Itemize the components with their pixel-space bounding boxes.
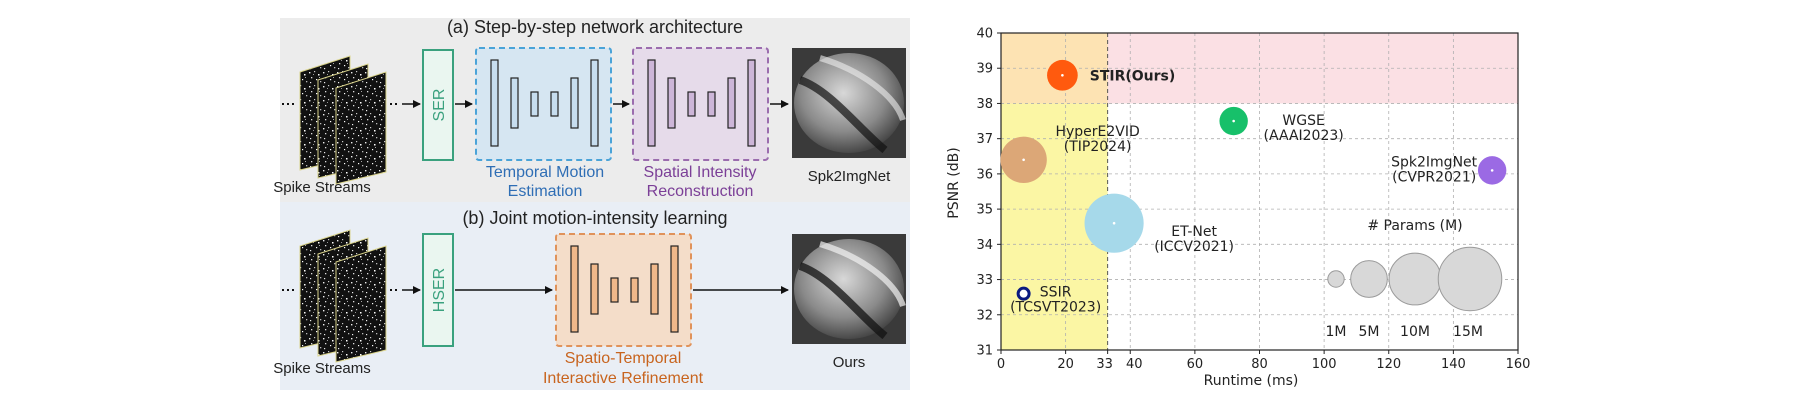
bubble-label: (ICCV2021) (1154, 239, 1234, 255)
ser-label: SER (431, 89, 448, 122)
y-tick-label: 38 (976, 97, 993, 112)
bubble-label: SSIR (1040, 285, 1072, 301)
temporal-motion-label-line1: Temporal Motion (486, 164, 604, 181)
temporal-bars (490, 59, 599, 147)
y-tick-label: 35 (976, 203, 993, 218)
temporal-motion-label-line2: Estimation (508, 183, 583, 200)
spatial-intensity-label-line2: Reconstruction (647, 183, 754, 200)
x-tick-label: 140 (1441, 357, 1466, 372)
refinement-label-line2: Interactive Refinement (543, 370, 704, 387)
y-tick-label: 31 (976, 344, 993, 359)
psnr-runtime-chart: 0 20 33 40 60 80 100 120 140 160 31 32 33 34 35 36 37 38… (946, 27, 1530, 390)
x-tick-label: 80 (1251, 357, 1268, 372)
spatial-bars (647, 59, 756, 147)
legend-bubble (1388, 252, 1442, 306)
x-axis-label: Runtime (ms) (1204, 373, 1299, 389)
legend-bubble (1350, 260, 1388, 298)
bubble-label: ET-Net (1171, 224, 1217, 240)
legend-title: # Params (M) (1367, 218, 1462, 234)
legend-label: 10M (1400, 324, 1430, 340)
hser-label: HSER (431, 268, 448, 312)
bubble-center (1232, 119, 1235, 123)
refinement-label-line1: Spatio-Temporal (565, 350, 682, 367)
bubble-label: (CVPR2021) (1392, 169, 1476, 185)
bubble (1016, 286, 1031, 301)
y-tick-label: 34 (976, 238, 993, 253)
panel-b-title: (b) Joint motion-intensity learning (462, 208, 727, 228)
bubble-center (1061, 73, 1064, 77)
x-tick-label: 0 (997, 357, 1005, 372)
ours-output-image (792, 234, 906, 344)
y-axis-ticks: 31 32 33 34 35 36 37 38 39 40 (976, 27, 1001, 359)
bubble-center (1112, 221, 1116, 225)
spike-stream-stack-b (299, 229, 387, 363)
bubble-label: (TIP2024) (1064, 139, 1132, 155)
ser-block (422, 49, 454, 161)
y-tick-label: 33 (976, 273, 993, 288)
x-tick-label: 20 (1057, 357, 1074, 372)
y-tick-label: 32 (976, 308, 993, 323)
legend-label: 15M (1453, 324, 1483, 340)
grid-lines (1001, 33, 1518, 350)
spike-streams-label-a: Spike Streams (273, 179, 371, 196)
data-bubbles: STIR(Ours) HyperE2VID(TIP2024) WGSE(AAAI20… (1000, 59, 1507, 316)
ours-output-label: Ours (833, 354, 866, 371)
spatial-intensity-block (632, 47, 769, 161)
y-tick-label: 37 (976, 132, 993, 147)
bubble-label: (AAAI2023) (1264, 128, 1344, 144)
bubble-center (1022, 158, 1025, 162)
panel-a-title: (a) Step-by-step network architecture (447, 17, 743, 37)
spk2imgnet-output-label: Spk2ImgNet (808, 168, 891, 185)
legend-bubble (1327, 270, 1345, 288)
temporal-motion-block (475, 47, 612, 161)
spike-stream-stack-a (299, 55, 387, 185)
x-axis-ticks: 0 20 33 40 60 80 100 120 140 160 (997, 350, 1531, 372)
x-tick-label: 160 (1506, 357, 1531, 372)
x-tick-label: 120 (1376, 357, 1401, 372)
y-axis-label: PSNR (dB) (946, 147, 962, 218)
refinement-block (555, 233, 692, 347)
bubble-label: STIR(Ours) (1090, 68, 1176, 84)
refinement-bars (570, 245, 679, 333)
legend-label: 1M (1326, 324, 1347, 340)
y-tick-label: 40 (976, 27, 993, 42)
bubble-label: (TCSVT2023) (1010, 300, 1101, 316)
legend-bubble (1437, 246, 1503, 312)
bubble-label: Spk2ImgNet (1391, 154, 1478, 170)
bubble-label: WGSE (1282, 113, 1324, 129)
hser-block (422, 233, 454, 347)
spk2imgnet-output-image (792, 48, 906, 158)
architecture-diagram: (a) Step-by-step network architecture (b… (273, 17, 910, 390)
bubble-center (1490, 169, 1494, 172)
bubble-label: HyperE2VID (1055, 124, 1139, 140)
x-tick-label: 60 (1187, 357, 1204, 372)
y-tick-label: 36 (976, 167, 993, 182)
spike-streams-label-b: Spike Streams (273, 360, 371, 377)
params-legend: # Params (M) 1M 5M 10M 15M (1326, 218, 1503, 340)
legend-label: 5M (1359, 324, 1380, 340)
x-tick-label: 40 (1126, 357, 1143, 372)
spatial-intensity-label-line1: Spatial Intensity (644, 164, 757, 181)
x-tick-label: 33 (1096, 357, 1113, 372)
y-tick-label: 39 (976, 62, 993, 77)
x-tick-label: 100 (1312, 357, 1337, 372)
